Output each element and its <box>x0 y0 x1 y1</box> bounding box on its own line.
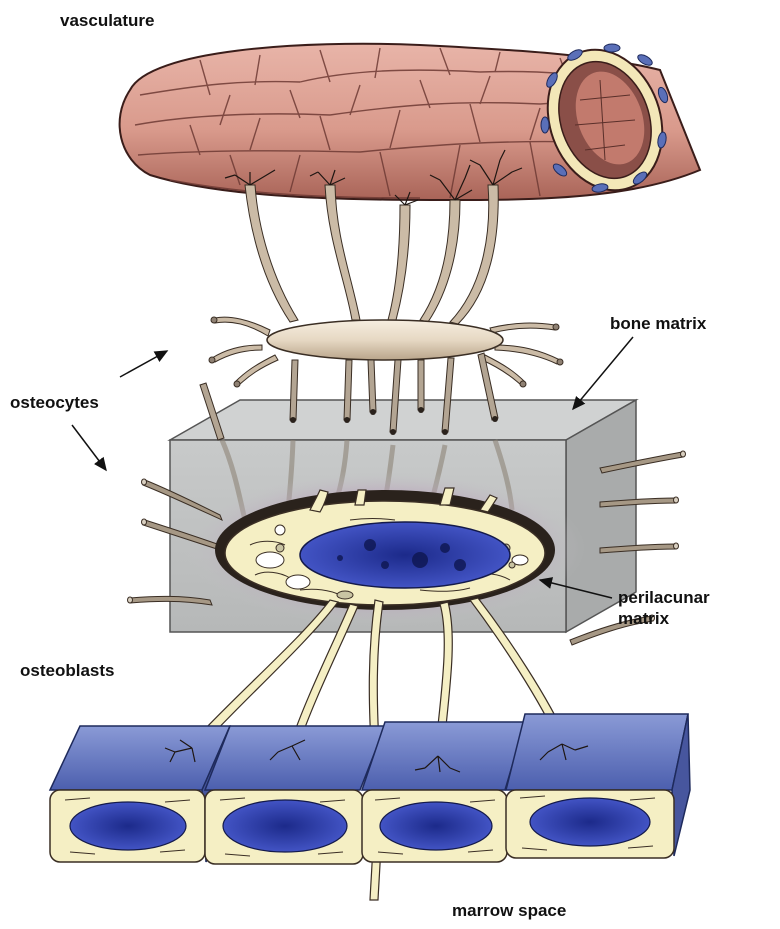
osteoblast-3 <box>362 722 525 862</box>
blood-vessel <box>120 34 700 207</box>
osteoblast-4 <box>506 714 690 858</box>
label-osteoblasts: osteoblasts <box>20 660 114 681</box>
arrow-to-upper-osteocyte <box>120 351 167 377</box>
arrow-to-embedded-osteocyte <box>72 425 106 470</box>
label-vasculature: vasculature <box>60 10 155 31</box>
label-perilacunar-matrix: perilacunar matrix <box>618 587 738 629</box>
label-perilacunar-line1: perilacunar <box>618 587 738 608</box>
osteoblast-layer <box>50 714 690 864</box>
label-osteocytes: osteocytes <box>10 392 99 413</box>
upper-dendrites <box>245 185 498 324</box>
label-perilacunar-line2: matrix <box>618 608 738 629</box>
osteoblast-2 <box>205 726 385 864</box>
upper-osteocyte <box>209 317 563 387</box>
arrow-to-bone-matrix <box>573 337 633 409</box>
label-marrow-space: marrow space <box>452 900 566 921</box>
label-bone-matrix: bone matrix <box>610 313 706 334</box>
